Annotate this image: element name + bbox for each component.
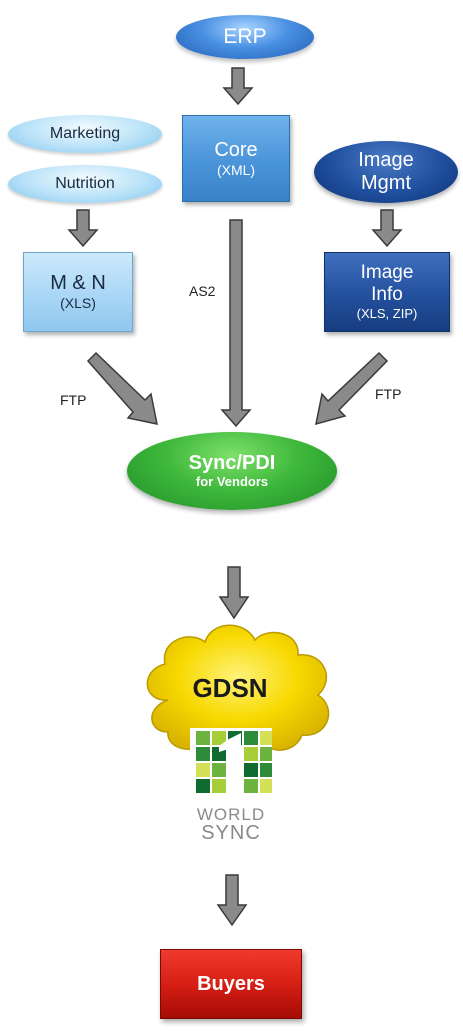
as2-label: AS2 <box>189 283 216 299</box>
arrow-mn-to-sync <box>86 351 158 425</box>
erp-node: ERP <box>176 15 314 59</box>
sync-pdi-subtitle: for Vendors <box>195 474 269 490</box>
image-info-line2: Info <box>371 283 403 305</box>
arrow-gdsn-to-buyers <box>216 874 248 927</box>
arrow-imagemgmt-to-imageinfo <box>371 209 403 248</box>
arrow-sync-to-gdsn <box>218 566 250 620</box>
sync-pdi-node: Sync/PDI for Vendors <box>127 432 337 510</box>
image-mgmt-line1: Image <box>358 149 414 171</box>
buyers-node: Buyers <box>160 949 302 1019</box>
mn-node: M & N (XLS) <box>23 252 133 332</box>
buyers-label: Buyers <box>197 972 265 995</box>
sync-pdi-title: Sync/PDI <box>188 452 276 475</box>
logo-numeral-one <box>219 733 241 795</box>
image-mgmt-node: Image Mgmt <box>314 141 458 203</box>
image-info-line1: Image <box>360 261 414 283</box>
marketing-node: Marketing <box>8 115 162 153</box>
worldsync-logo <box>190 728 272 847</box>
mn-title: M & N <box>50 272 106 295</box>
core-format: (XML) <box>216 161 256 178</box>
arrow-imageinfo-to-sync <box>315 351 389 426</box>
erp-label: ERP <box>223 24 267 48</box>
image-mgmt-line2: Mgmt <box>361 172 411 194</box>
ftp-left-label: FTP <box>60 392 87 408</box>
mn-format: (XLS) <box>60 295 96 312</box>
arrow-nutrition-to-mn <box>67 209 99 248</box>
arrow-erp-to-core <box>222 67 254 106</box>
image-info-node: Image Info (XLS, ZIP) <box>324 252 450 332</box>
core-title: Core <box>214 138 258 161</box>
gdsn-label: GDSN <box>192 673 268 703</box>
nutrition-label: Nutrition <box>55 174 115 192</box>
worldsync-logo-text-world: WORLD <box>196 805 266 824</box>
marketing-label: Marketing <box>49 124 121 142</box>
core-node: Core (XML) <box>182 115 290 202</box>
image-info-format: (XLS, ZIP) <box>356 306 418 322</box>
arrow-core-to-sync <box>220 219 252 428</box>
worldsync-logo-text-sync: SYNC <box>201 822 261 844</box>
ftp-right-label: FTP <box>375 386 402 402</box>
nutrition-node: Nutrition <box>8 165 162 203</box>
